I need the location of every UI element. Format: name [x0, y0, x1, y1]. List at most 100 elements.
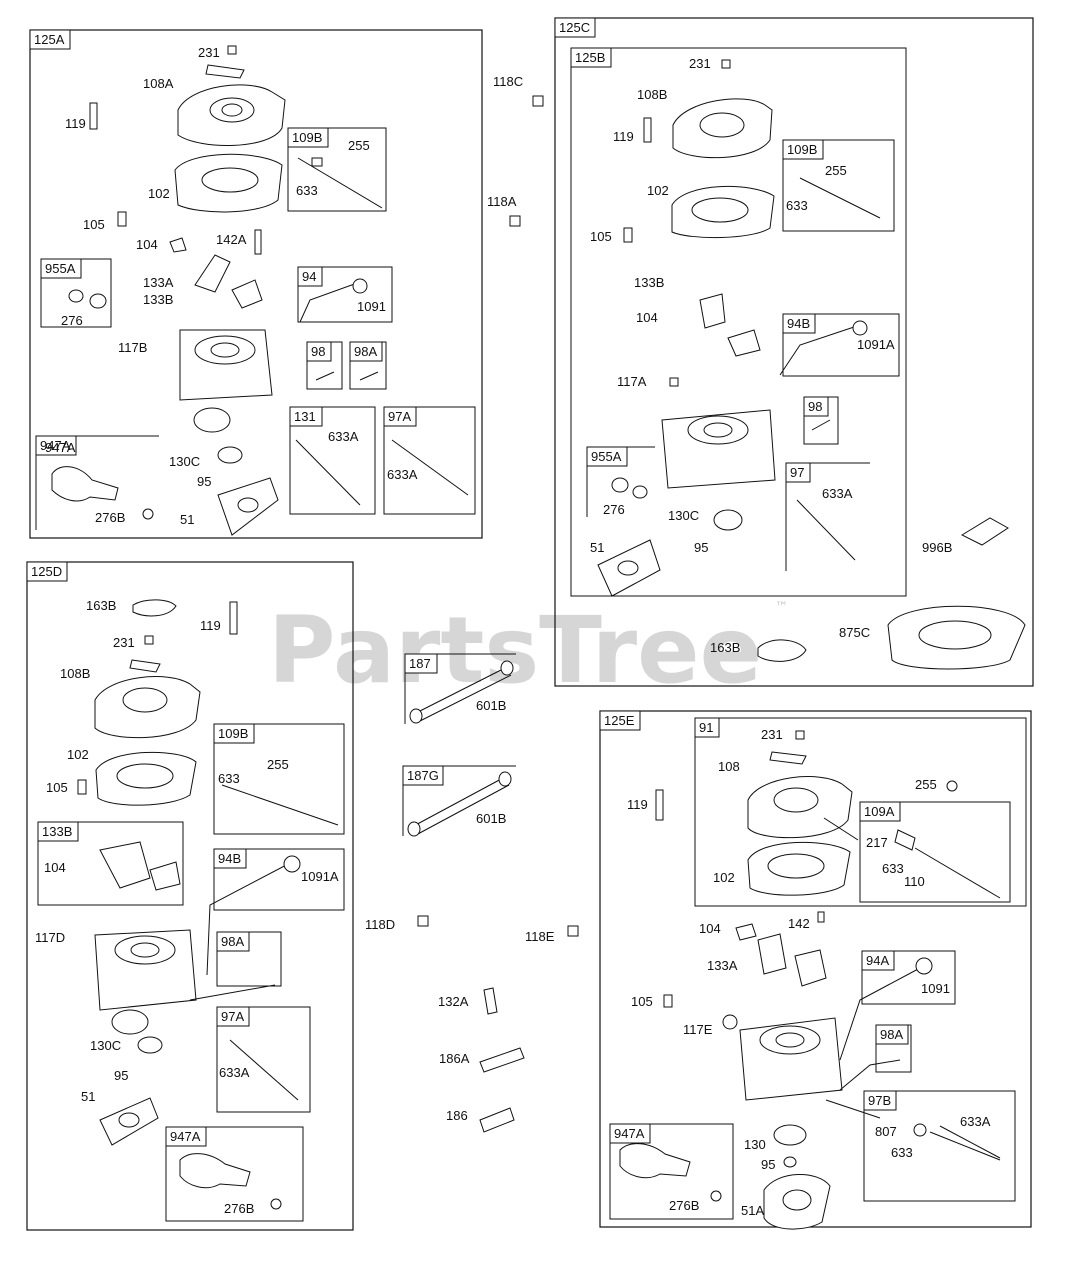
part-number-label: 110 — [904, 874, 925, 889]
part-number-label: 601B — [476, 698, 506, 713]
group-tag-box — [803, 396, 829, 417]
part-number-label: 104 — [699, 921, 721, 936]
group-131: 131 — [289, 406, 376, 515]
group-tag-label: 97B — [868, 1093, 891, 1108]
part-number-label: 633A — [387, 467, 418, 482]
part-number-label: 118C — [493, 74, 523, 89]
part-number-label: 118E — [525, 929, 555, 944]
group-109b: 109B — [213, 723, 345, 835]
group-947a: 947A — [609, 1123, 734, 1220]
part-number-label: 118D — [365, 917, 395, 932]
group-125c: 125C — [554, 17, 1034, 687]
group-frame — [37, 821, 184, 906]
part-number-label: 163B — [86, 598, 116, 613]
group-98: 98 — [306, 341, 343, 390]
part-number-label: 133A — [143, 275, 174, 290]
group-frame — [554, 17, 1034, 687]
part-number-label: 633 — [786, 198, 808, 213]
group-tag-label: 125C — [559, 20, 590, 35]
part-number-label: 108A — [143, 76, 174, 91]
part-number-label: 231 — [761, 727, 783, 742]
group-frame — [216, 1006, 311, 1113]
part-number-label: 255 — [825, 163, 847, 178]
carburetor-upper-body-125a — [51, 45, 544, 536]
group-955a: 955A — [586, 446, 655, 517]
group-tag-label: 94B — [787, 316, 810, 331]
carburetor-body-125c — [597, 59, 1026, 670]
group-frame — [863, 1090, 1016, 1202]
group-tag-label: 97 — [790, 465, 804, 480]
part-number-label: 186A — [439, 1051, 470, 1066]
part-number-label: 133B — [143, 292, 173, 307]
part-number-label: 102 — [647, 183, 669, 198]
group-tag-box — [165, 1126, 207, 1147]
group-frame — [570, 47, 907, 597]
group-frame — [861, 950, 956, 1005]
group-tag-box — [875, 1024, 909, 1045]
group-tag-box — [37, 821, 79, 842]
group-tag-label: 98 — [808, 399, 822, 414]
group-tag-label: 98A — [880, 1027, 903, 1042]
carburetor-body-125e — [619, 730, 1001, 1230]
center-column-parts — [407, 660, 579, 1133]
part-number-label: 104 — [136, 237, 158, 252]
group-tag-box — [29, 29, 71, 50]
group-frame — [782, 139, 895, 232]
group-tag-box — [216, 931, 250, 952]
group-tag-box — [297, 266, 323, 287]
part-number-label: 163B — [710, 640, 740, 655]
group-125e: 125E — [599, 710, 1032, 1228]
group-tag-label: 109A — [864, 804, 895, 819]
group-tag-box — [213, 723, 255, 744]
part-number-label: 95 — [197, 474, 211, 489]
group-tag-label: 133B — [42, 824, 72, 839]
group-tag-box — [863, 1090, 897, 1111]
group-98: 98 — [803, 396, 839, 445]
group-133b: 133B — [37, 821, 184, 906]
part-number-label: 95 — [114, 1068, 128, 1083]
part-number-label: 118A — [487, 194, 517, 209]
group-tag-label: 955A — [45, 261, 76, 276]
part-number-label: 119 — [627, 797, 648, 812]
part-number-label: 231 — [113, 635, 135, 650]
part-number-label: 117A — [617, 374, 647, 389]
group-tag-label: 109B — [787, 142, 817, 157]
group-tag-box — [289, 406, 323, 427]
group-tag-box — [570, 47, 612, 68]
group-tag-box — [861, 950, 895, 971]
group-tag-box — [349, 341, 383, 362]
group-tag-label: 947A — [614, 1126, 645, 1141]
part-number-label: 117B — [118, 340, 147, 355]
group-98a: 98A — [216, 931, 282, 987]
group-tag-label: 109B — [292, 130, 322, 145]
group-94b: 94B — [213, 848, 345, 911]
part-number-label: 51A — [741, 1203, 764, 1218]
part-number-label: 633 — [891, 1145, 913, 1160]
group-tag-box — [599, 710, 641, 731]
part-number-label: 875C — [839, 625, 870, 640]
part-number-label: 255 — [348, 138, 370, 153]
part-number-label: 276B — [224, 1201, 254, 1216]
watermark-trademark: ™ — [775, 600, 788, 615]
group-tag-box — [554, 17, 596, 38]
part-number-label: 633A — [822, 486, 853, 501]
part-number-label: 633A — [219, 1065, 250, 1080]
part-number-label: 1091 — [921, 981, 950, 996]
group-94a: 94A — [861, 950, 956, 1005]
group-tag-label: 94 — [302, 269, 316, 284]
group-frame — [213, 723, 345, 835]
part-drawings — [51, 45, 1026, 1230]
group-tag-box — [404, 653, 438, 674]
part-number-label: 1091A — [301, 869, 339, 884]
group-frame — [297, 266, 393, 323]
part-number-label: 105 — [590, 229, 612, 244]
group-tag-label: 131 — [294, 409, 316, 424]
group-frame — [609, 1123, 734, 1220]
group-97a: 97A — [383, 406, 476, 515]
group-tag-box — [35, 435, 77, 456]
group-tag-label: 125E — [604, 713, 635, 728]
part-number-label: 231 — [198, 45, 220, 60]
group-frame — [859, 801, 1011, 903]
